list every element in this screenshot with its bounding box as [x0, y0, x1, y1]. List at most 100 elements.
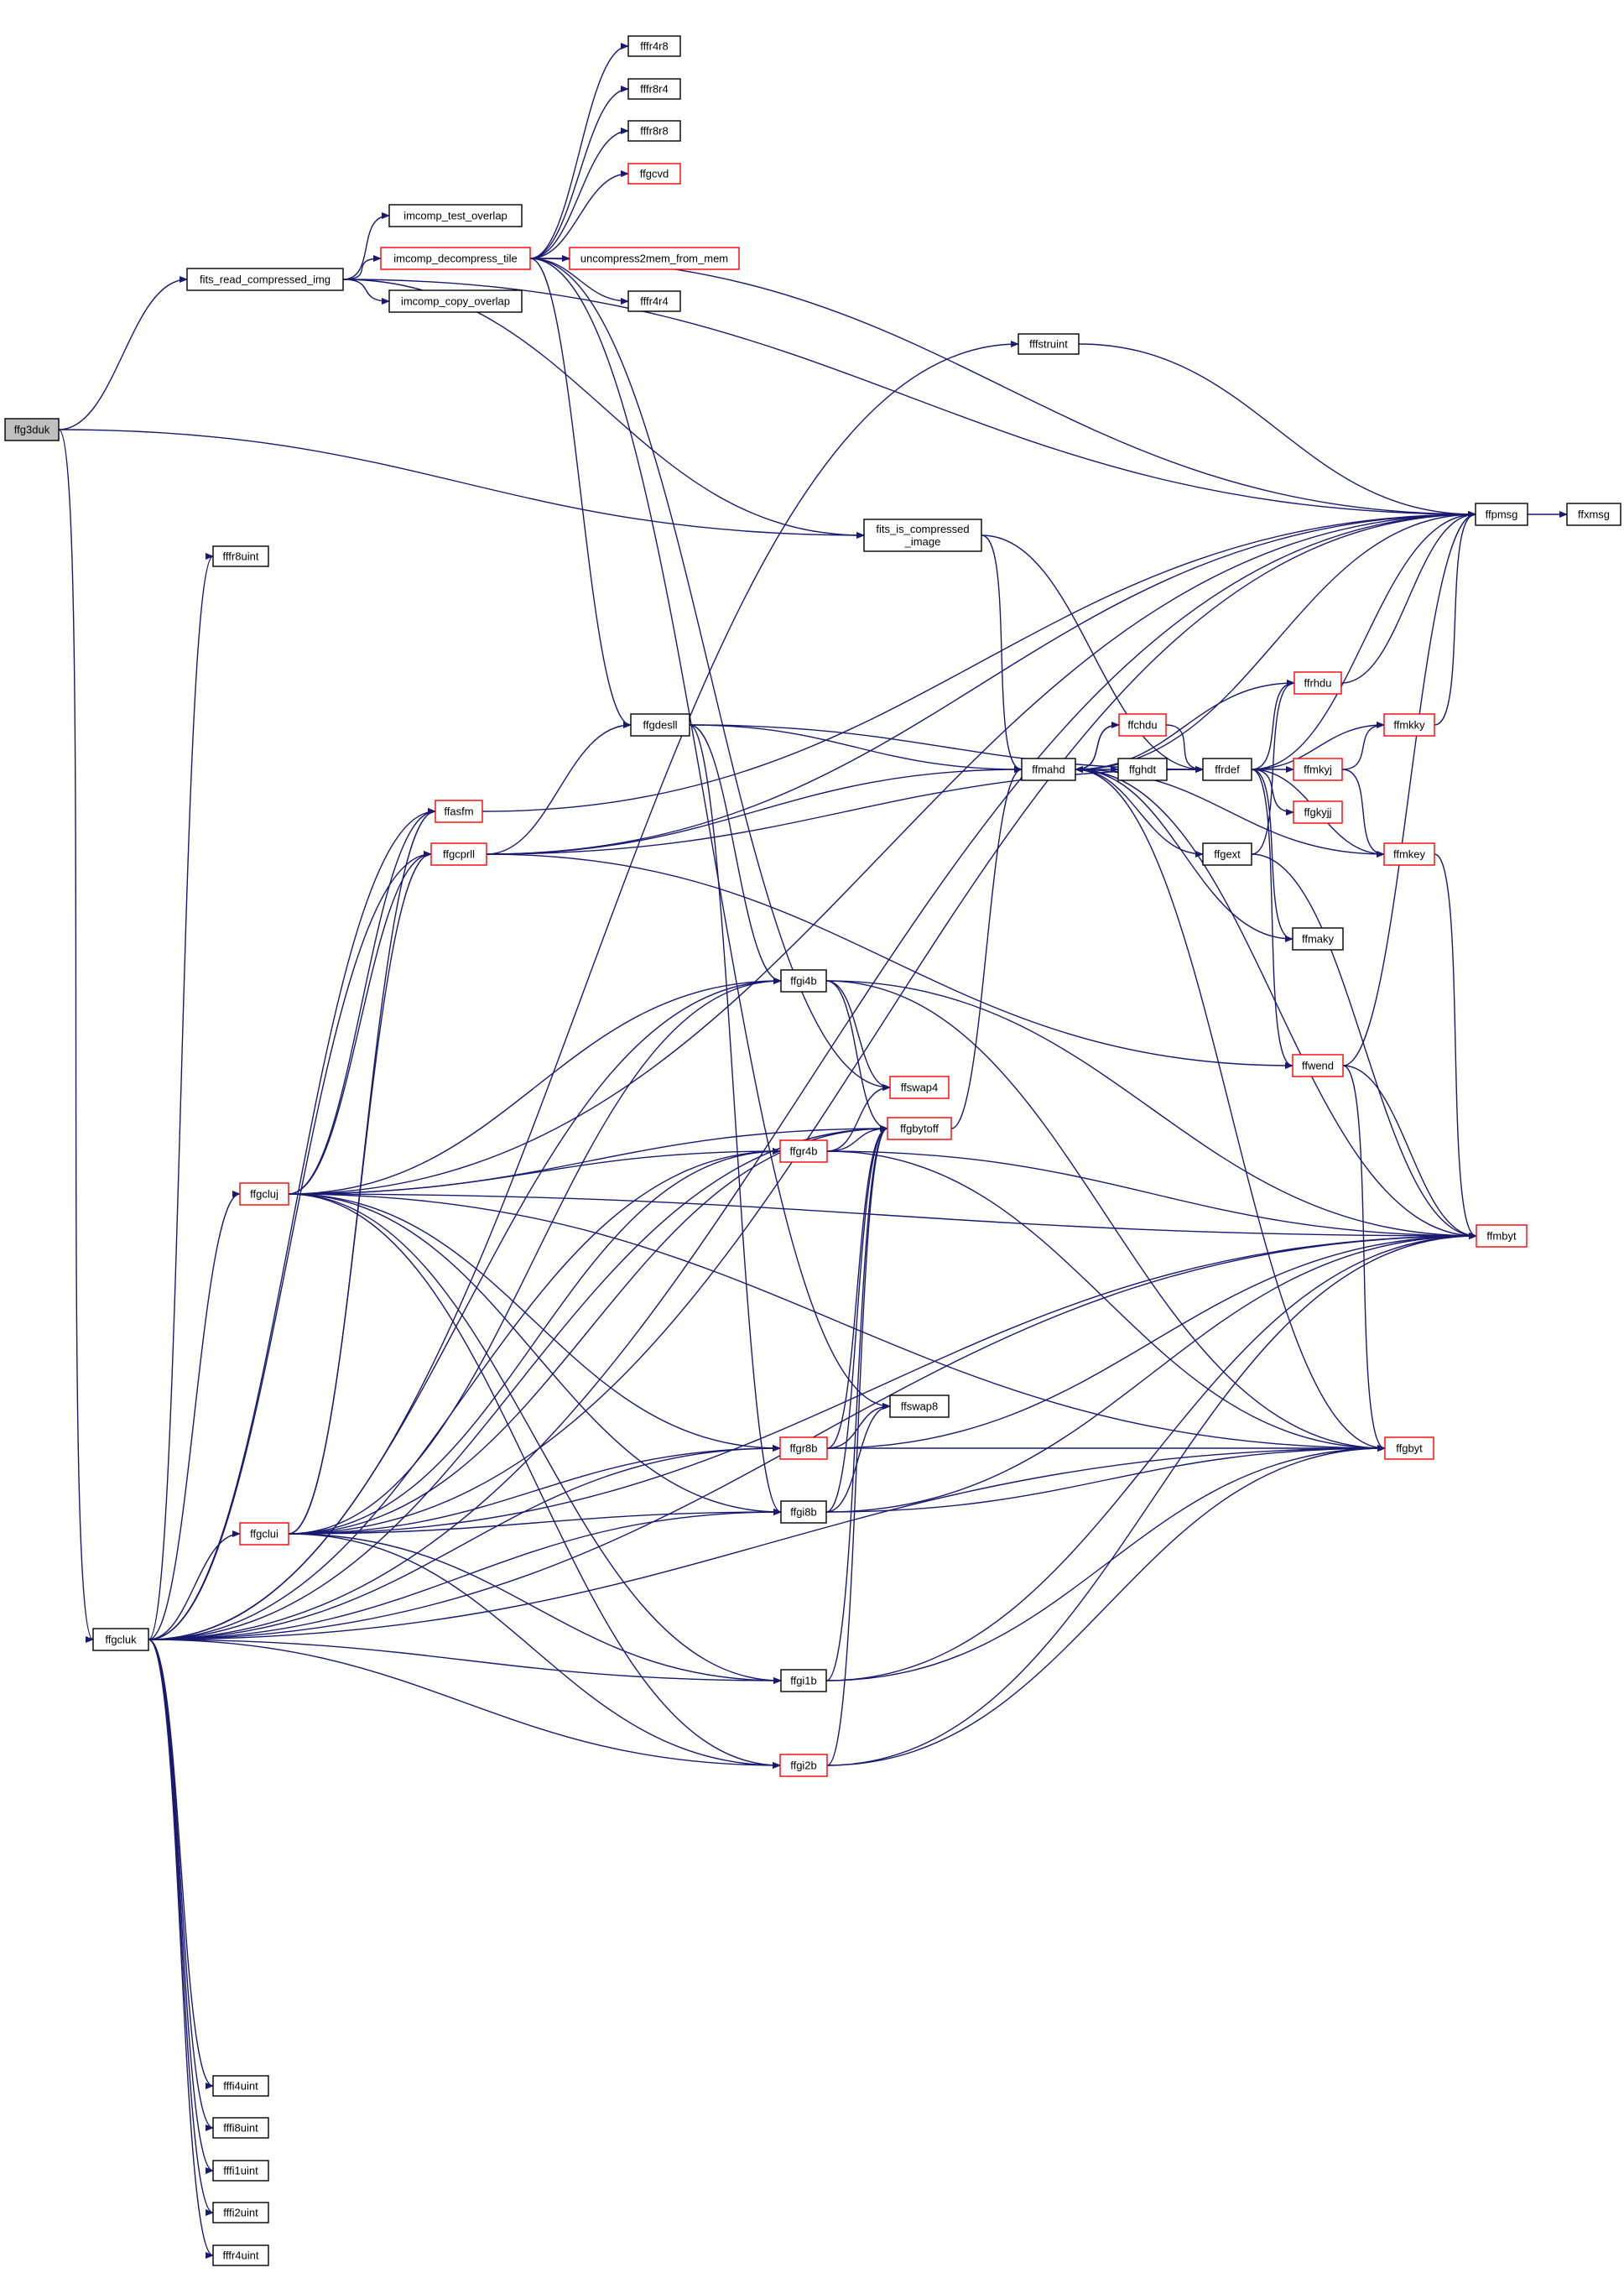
edge-ffgcluk-to-fffi2uint: [148, 1639, 214, 2216]
node-ffgbyt[interactable]: ffgbyt: [1384, 1436, 1434, 1460]
edge-ffg3duk-to-fits-read-compressed-img: [58, 276, 188, 430]
edge-ffgcluk-to-ffpmsg: [148, 511, 1476, 1640]
edge-ffgi8b-to-ffgbyt: [825, 1445, 1386, 1513]
node-uncompress2mem-from-mem[interactable]: uncompress2mem_from_mem: [569, 247, 740, 270]
node-ffgext[interactable]: ffgext: [1202, 842, 1252, 866]
node-ffgi8b[interactable]: ffgi8b: [780, 1500, 827, 1524]
edge-ffgclui-to-ffgi8b: [288, 1509, 782, 1535]
node-fffr4r4[interactable]: fffr4r4: [627, 290, 681, 312]
edge-ffgcluk-to-fffi4uint: [148, 1639, 214, 2089]
edge-ffgcluk-to-ffgr4b: [148, 1148, 781, 1640]
edge-ffgr4b-to-ffgbyt: [826, 1150, 1386, 1452]
node-ffwend[interactable]: ffwend: [1292, 1054, 1344, 1077]
node-ffmbyt[interactable]: ffmbyt: [1476, 1224, 1528, 1248]
edge-ffgcprll-to-ffmahd: [486, 766, 1023, 855]
node-label: _image: [904, 535, 941, 548]
edge-ffwend-to-ffpmsg: [1342, 511, 1476, 1066]
edge-ffgcluj-to-ffgi1b: [288, 1193, 782, 1684]
node-box: [435, 800, 483, 823]
node-fffr4r8[interactable]: fffr4r8: [627, 35, 681, 57]
node-ffgcluj[interactable]: ffgcluj: [239, 1182, 289, 1206]
node-box: [1292, 927, 1344, 951]
node-ffmkey[interactable]: ffmkey: [1383, 842, 1435, 866]
node-ffswap8[interactable]: ffswap8: [889, 1395, 950, 1418]
node-fffi2uint[interactable]: fffi2uint: [212, 2202, 269, 2223]
node-fffi1uint[interactable]: fffi1uint: [212, 2160, 269, 2182]
node-label: ffrhdu: [1304, 677, 1331, 690]
node-label: ffgkyjj: [1304, 806, 1332, 819]
node-box: [1292, 1054, 1344, 1077]
node-fffr8uint[interactable]: fffr8uint: [212, 545, 269, 567]
node-label: ffmkey: [1393, 848, 1426, 861]
edge-ffgcluj-to-ffpmsg: [288, 511, 1476, 1195]
node-fffstruint[interactable]: fffstruint: [1018, 333, 1080, 355]
node-label: ffgcprll: [443, 848, 475, 861]
node-fits-read-compressed-img[interactable]: fits_read_compressed_img: [186, 268, 344, 291]
node-ffgdesll[interactable]: ffgdesll: [630, 713, 690, 737]
node-fffr8r8[interactable]: fffr8r8: [627, 120, 681, 142]
node-ffchdu[interactable]: ffchdu: [1118, 713, 1167, 737]
node-ffgi4b[interactable]: ffgi4b: [780, 969, 827, 993]
node-ffmahd[interactable]: ffmahd: [1021, 758, 1076, 781]
node-label: fits_is_compressed: [876, 523, 969, 535]
node-ffgkyjj[interactable]: ffgkyjj: [1293, 800, 1343, 824]
edge-ffmaky-to-ffmahd: [1075, 766, 1293, 940]
node-ffgcprll[interactable]: ffgcprll: [430, 842, 487, 866]
node-ffmkyj[interactable]: ffmkyj: [1293, 758, 1343, 781]
node-label: ffghdt: [1129, 764, 1157, 776]
node-ffgr4b[interactable]: ffgr4b: [779, 1139, 828, 1163]
node-box: [779, 1139, 828, 1163]
node-fits-is-compressed-image[interactable]: fits_is_compressed_image: [863, 519, 982, 552]
edge-ffrdef-to-ffwend: [1251, 769, 1293, 1069]
node-ffgcluk[interactable]: ffgcluk: [92, 1628, 149, 1651]
node-ffmkky[interactable]: ffmkky: [1383, 713, 1435, 737]
node-box: [1202, 758, 1252, 781]
node-box: [1021, 758, 1076, 781]
node-imcomp-decompress-tile[interactable]: imcomp_decompress_tile: [380, 247, 531, 270]
edge-ffgi1b-to-ffgbytoff: [825, 1125, 888, 1681]
node-box: [212, 2160, 269, 2182]
edge-ffgcluk-to-ffgi1b: [148, 1639, 782, 1684]
node-ffmaky[interactable]: ffmaky: [1292, 927, 1344, 951]
node-label: fffr4uint: [223, 2250, 259, 2262]
node-label: fffr8r8: [640, 125, 668, 138]
edge-ffgr8b-to-ffgbytoff: [826, 1125, 888, 1449]
node-imcomp-copy-overlap[interactable]: imcomp_copy_overlap: [388, 289, 523, 313]
node-ffswap4[interactable]: ffswap4: [889, 1076, 950, 1099]
node-fffi8uint[interactable]: fffi8uint: [212, 2117, 269, 2139]
node-label: ffgclui: [250, 1528, 278, 1541]
node-fffr4uint[interactable]: fffr4uint: [212, 2244, 269, 2266]
edge-ffgcluk-to-fffi1uint: [148, 1639, 214, 2174]
node-box: [1018, 333, 1080, 355]
node-ffgbytoff[interactable]: ffgbytoff: [887, 1117, 952, 1140]
node-fffr8r4[interactable]: fffr8r4: [627, 78, 681, 100]
node-label: fffi4uint: [223, 2080, 258, 2093]
edge-ffgi1b-to-ffmbyt: [825, 1233, 1477, 1681]
edge-fits-is-compressed-image-to-ffrdef: [981, 534, 1204, 773]
node-label: ffgcluk: [105, 1634, 137, 1646]
node-label: ffgr8b: [789, 1442, 817, 1455]
node-box: [863, 519, 982, 552]
node-label: fffr8uint: [223, 550, 259, 563]
node-box: [627, 120, 681, 142]
node-ffgi2b[interactable]: ffgi2b: [779, 1754, 828, 1777]
node-ffgi1b[interactable]: ffgi1b: [780, 1669, 827, 1692]
edge-ffgcluk-to-ffgclui: [148, 1530, 241, 1640]
node-ffxmsg[interactable]: ffxmsg: [1566, 503, 1621, 526]
edge-ffgr8b-to-ffmbyt: [826, 1233, 1477, 1449]
edge-ffgcluk-to-ffgbytoff: [148, 1125, 888, 1640]
node-box: [1202, 842, 1252, 866]
node-fffi4uint[interactable]: fffi4uint: [212, 2075, 269, 2097]
edge-imcomp-decompress-tile-to-fffr8r8: [529, 128, 629, 259]
node-ffpmsg[interactable]: ffpmsg: [1475, 503, 1528, 526]
node-ffrdef[interactable]: ffrdef: [1202, 758, 1252, 781]
node-ffgcvd[interactable]: ffgcvd: [627, 163, 681, 185]
node-ffgclui[interactable]: ffgclui: [239, 1522, 289, 1546]
node-imcomp-test-overlap[interactable]: imcomp_test_overlap: [388, 204, 523, 227]
node-ffghdt[interactable]: ffghdt: [1117, 758, 1168, 781]
node-ffrhdu[interactable]: ffrhdu: [1293, 671, 1342, 695]
node-label: ffgext: [1214, 848, 1241, 861]
node-ffasfm[interactable]: ffasfm: [435, 800, 483, 823]
node-box: [1384, 1436, 1434, 1460]
node-ffgr8b[interactable]: ffgr8b: [779, 1436, 828, 1460]
